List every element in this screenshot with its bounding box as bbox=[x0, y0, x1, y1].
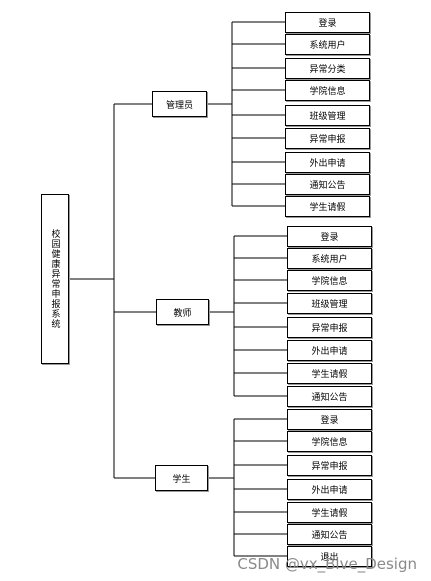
teacher-module-box: 班级管理 bbox=[287, 293, 372, 314]
teacher-module-box: 系统用户 bbox=[287, 248, 372, 269]
role-box-admin: 管理员 bbox=[152, 91, 207, 117]
student-module-box: 外出申请 bbox=[287, 479, 372, 500]
student-module-box: 学生请假 bbox=[287, 502, 372, 523]
admin-module-box: 学生请假 bbox=[285, 196, 370, 217]
csdn-watermark: CSDN @vx_Bive_Design bbox=[237, 555, 417, 573]
teacher-module-box: 通知公告 bbox=[287, 386, 372, 407]
admin-module-box: 异常申报 bbox=[285, 128, 370, 149]
admin-module-box: 登录 bbox=[285, 12, 370, 33]
student-module-box: 通知公告 bbox=[287, 524, 372, 545]
student-module-box: 登录 bbox=[287, 409, 372, 430]
teacher-module-box: 学院信息 bbox=[287, 270, 372, 291]
teacher-module-box: 外出申请 bbox=[287, 340, 372, 361]
teacher-module-box: 登录 bbox=[287, 226, 372, 247]
role-box-teacher: 教师 bbox=[156, 299, 209, 325]
teacher-module-box: 异常申报 bbox=[287, 317, 372, 338]
root-system-box: 校园健康异常申报系统 bbox=[41, 194, 69, 364]
student-module-box: 退出 bbox=[287, 546, 372, 567]
role-box-student: 学生 bbox=[155, 465, 208, 491]
admin-module-box: 学院信息 bbox=[285, 80, 370, 101]
admin-module-box: 班级管理 bbox=[285, 105, 370, 126]
admin-module-box: 通知公告 bbox=[285, 174, 370, 195]
teacher-module-box: 学生请假 bbox=[287, 363, 372, 384]
admin-module-box: 异常分类 bbox=[285, 58, 370, 79]
admin-module-box: 系统用户 bbox=[285, 34, 370, 55]
student-module-box: 异常申报 bbox=[287, 455, 372, 476]
student-module-box: 学院信息 bbox=[287, 431, 372, 452]
admin-module-box: 外出申请 bbox=[285, 152, 370, 173]
